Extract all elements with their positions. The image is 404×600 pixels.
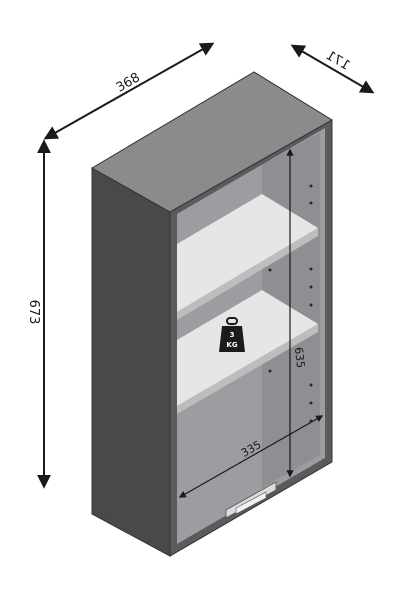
weight-icon-handle bbox=[226, 317, 238, 325]
cabinet-left-side bbox=[91, 167, 171, 557]
weight-icon-body bbox=[219, 326, 245, 352]
inner-height-label: 635 bbox=[292, 346, 307, 368]
shelf-top-edge bbox=[177, 228, 318, 320]
weight-limit-icon: 3 KG bbox=[219, 317, 245, 352]
shelf-middle-edge bbox=[177, 324, 318, 414]
height-label: 673 bbox=[26, 300, 41, 325]
depth-label: 171 bbox=[323, 48, 352, 73]
weight-unit: KG bbox=[226, 341, 237, 349]
shelf-middle bbox=[177, 290, 318, 406]
shelf-top bbox=[177, 194, 318, 312]
depth-dimension: 171 bbox=[290, 44, 375, 94]
wall-cabinet: 3 KG bbox=[91, 71, 333, 557]
weight-value: 3 bbox=[230, 331, 235, 339]
height-dimension: 673 bbox=[26, 139, 51, 489]
